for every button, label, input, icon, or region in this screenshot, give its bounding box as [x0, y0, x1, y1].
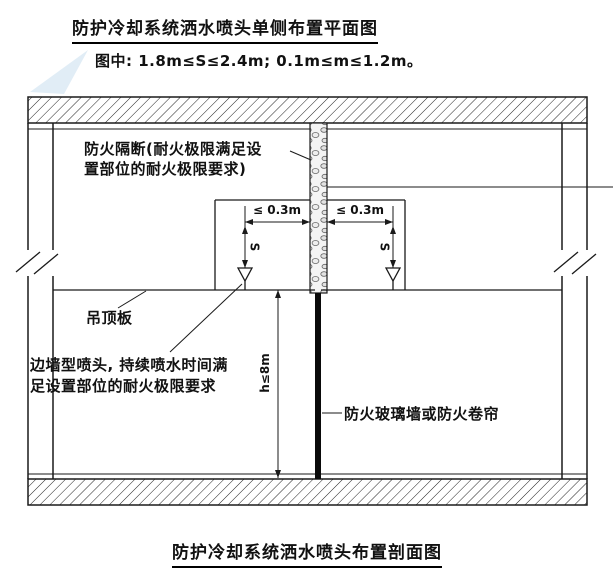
page-title-bottom: 防护冷却系统洒水喷头布置剖面图: [0, 538, 614, 568]
page-title-top-text: 防护冷却系统洒水喷头单侧布置平面图: [72, 19, 378, 44]
sidewall-sprinkler-left-icon: [236, 267, 254, 290]
right-column: [561, 123, 588, 479]
spacing-dimension-right: [390, 226, 396, 268]
left-column: [27, 123, 54, 479]
offset-dimension-left-text: ≤ 0.3m: [253, 203, 301, 217]
spacing-dimension-right-text: S: [377, 242, 392, 252]
height-dimension: [275, 290, 281, 478]
offset-dimension-right: [327, 206, 394, 270]
fire-glass-wall: [315, 293, 321, 479]
watermark-shape: [30, 50, 88, 94]
height-dimension-text: h≤8m: [258, 353, 272, 393]
ceiling-bulkhead: [214, 199, 406, 290]
page-title-top: 防护冷却系统洒水喷头单侧布置平面图: [72, 14, 378, 44]
bottom-slab: [27, 478, 588, 506]
leader-lines: [117, 150, 342, 414]
offset-dimension-right-text: ≤ 0.3m: [336, 203, 384, 217]
sidewall-sprinkler-label-line2: 足设置部位的耐火极限要求: [30, 377, 217, 395]
fire-partition: [309, 122, 328, 294]
top-slab: [27, 96, 588, 124]
sidewall-sprinkler-right-icon: [384, 267, 402, 290]
drawing-note: 图中: 1.8m≤S≤2.4m; 0.1m≤m≤1.2m。: [95, 52, 423, 70]
ceiling-panel-label: 吊顶板: [86, 309, 133, 327]
page-title-bottom-text: 防护冷却系统洒水喷头布置剖面图: [172, 543, 442, 568]
left-break-symbol: [14, 250, 62, 276]
offset-dimension-left: [244, 206, 310, 270]
fire-glass-wall-label: 防火玻璃墙或防火卷帘: [344, 405, 500, 423]
spacing-dimension-left-text: S: [247, 242, 262, 252]
fire-partition-label-line2: 置部位的耐火极限要求): [84, 160, 247, 178]
sidewall-sprinkler-label-line1: 边墙型喷头, 持续喷水时间满: [30, 356, 228, 374]
fire-partition-label-line1: 防火隔断(耐火极限满足设: [84, 140, 262, 158]
spacing-dimension-left: [242, 226, 248, 268]
right-break-symbol: [552, 250, 600, 276]
